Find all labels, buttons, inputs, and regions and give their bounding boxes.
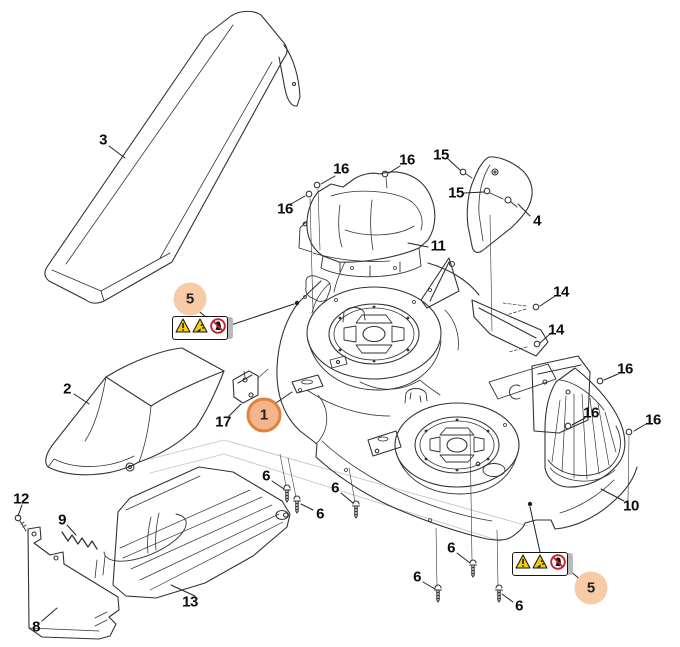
part-9-spring [61,531,98,550]
part-13-cover [94,466,291,599]
screws-14 [502,302,541,353]
part-12-screw [14,514,27,532]
ghost-guide-lines [149,439,529,542]
safety-sticker-bottom-right [512,552,573,576]
part-17-bracket [232,368,269,404]
no-reach-prohibition-icon [209,317,226,339]
part-8-bracket [27,526,120,640]
warning-triangle-thrown-objects-icon [532,554,548,574]
safety-sticker-top-left [172,316,233,340]
screws-16 [305,170,633,501]
deck-housing [276,257,638,541]
part-2-chute-bottom [45,347,225,476]
callout-sticker-bottom[interactable]: 5 [574,571,608,605]
leader-lines [17,145,647,622]
part-10-cover [544,367,626,488]
warning-triangle-thrown-objects-icon [192,318,208,338]
screws-6 [279,429,503,603]
sticker-peel-tab [566,553,573,575]
warning-triangle-exclamation-icon [175,318,191,338]
no-reach-prohibition-icon [549,553,566,575]
callout-sticker-top[interactable]: 5 [173,282,207,316]
part-4-bracket [466,156,533,332]
screws-15 [459,168,504,200]
sticker-peel-tab [226,317,233,339]
part-11-cover [298,171,436,278]
part-3-chute [44,10,301,304]
warning-triangle-exclamation-icon [515,554,531,574]
callout-assembly-1[interactable]: 1 [246,397,282,433]
safety-sticker-icons [512,552,568,576]
safety-sticker-icons [172,316,228,340]
